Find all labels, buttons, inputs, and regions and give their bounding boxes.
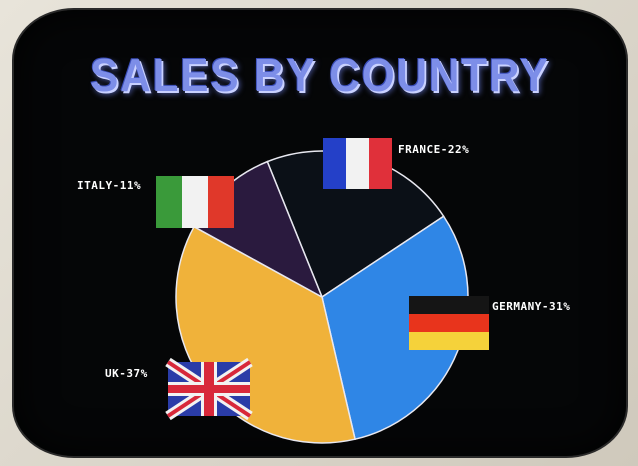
- label-italy: ITALY-11%: [77, 179, 141, 192]
- label-france: FRANCE-22%: [398, 143, 469, 156]
- label-germany: GERMANY-31%: [492, 300, 570, 313]
- france-flag: [323, 138, 392, 189]
- italy-flag: [156, 176, 234, 228]
- uk-flag: [165, 357, 253, 421]
- germany-flag: [409, 296, 489, 350]
- pie-slice-germany: [321, 215, 469, 441]
- label-uk: UK-37%: [105, 367, 148, 380]
- chart-title: SALES BY COUNTRY: [90, 49, 550, 101]
